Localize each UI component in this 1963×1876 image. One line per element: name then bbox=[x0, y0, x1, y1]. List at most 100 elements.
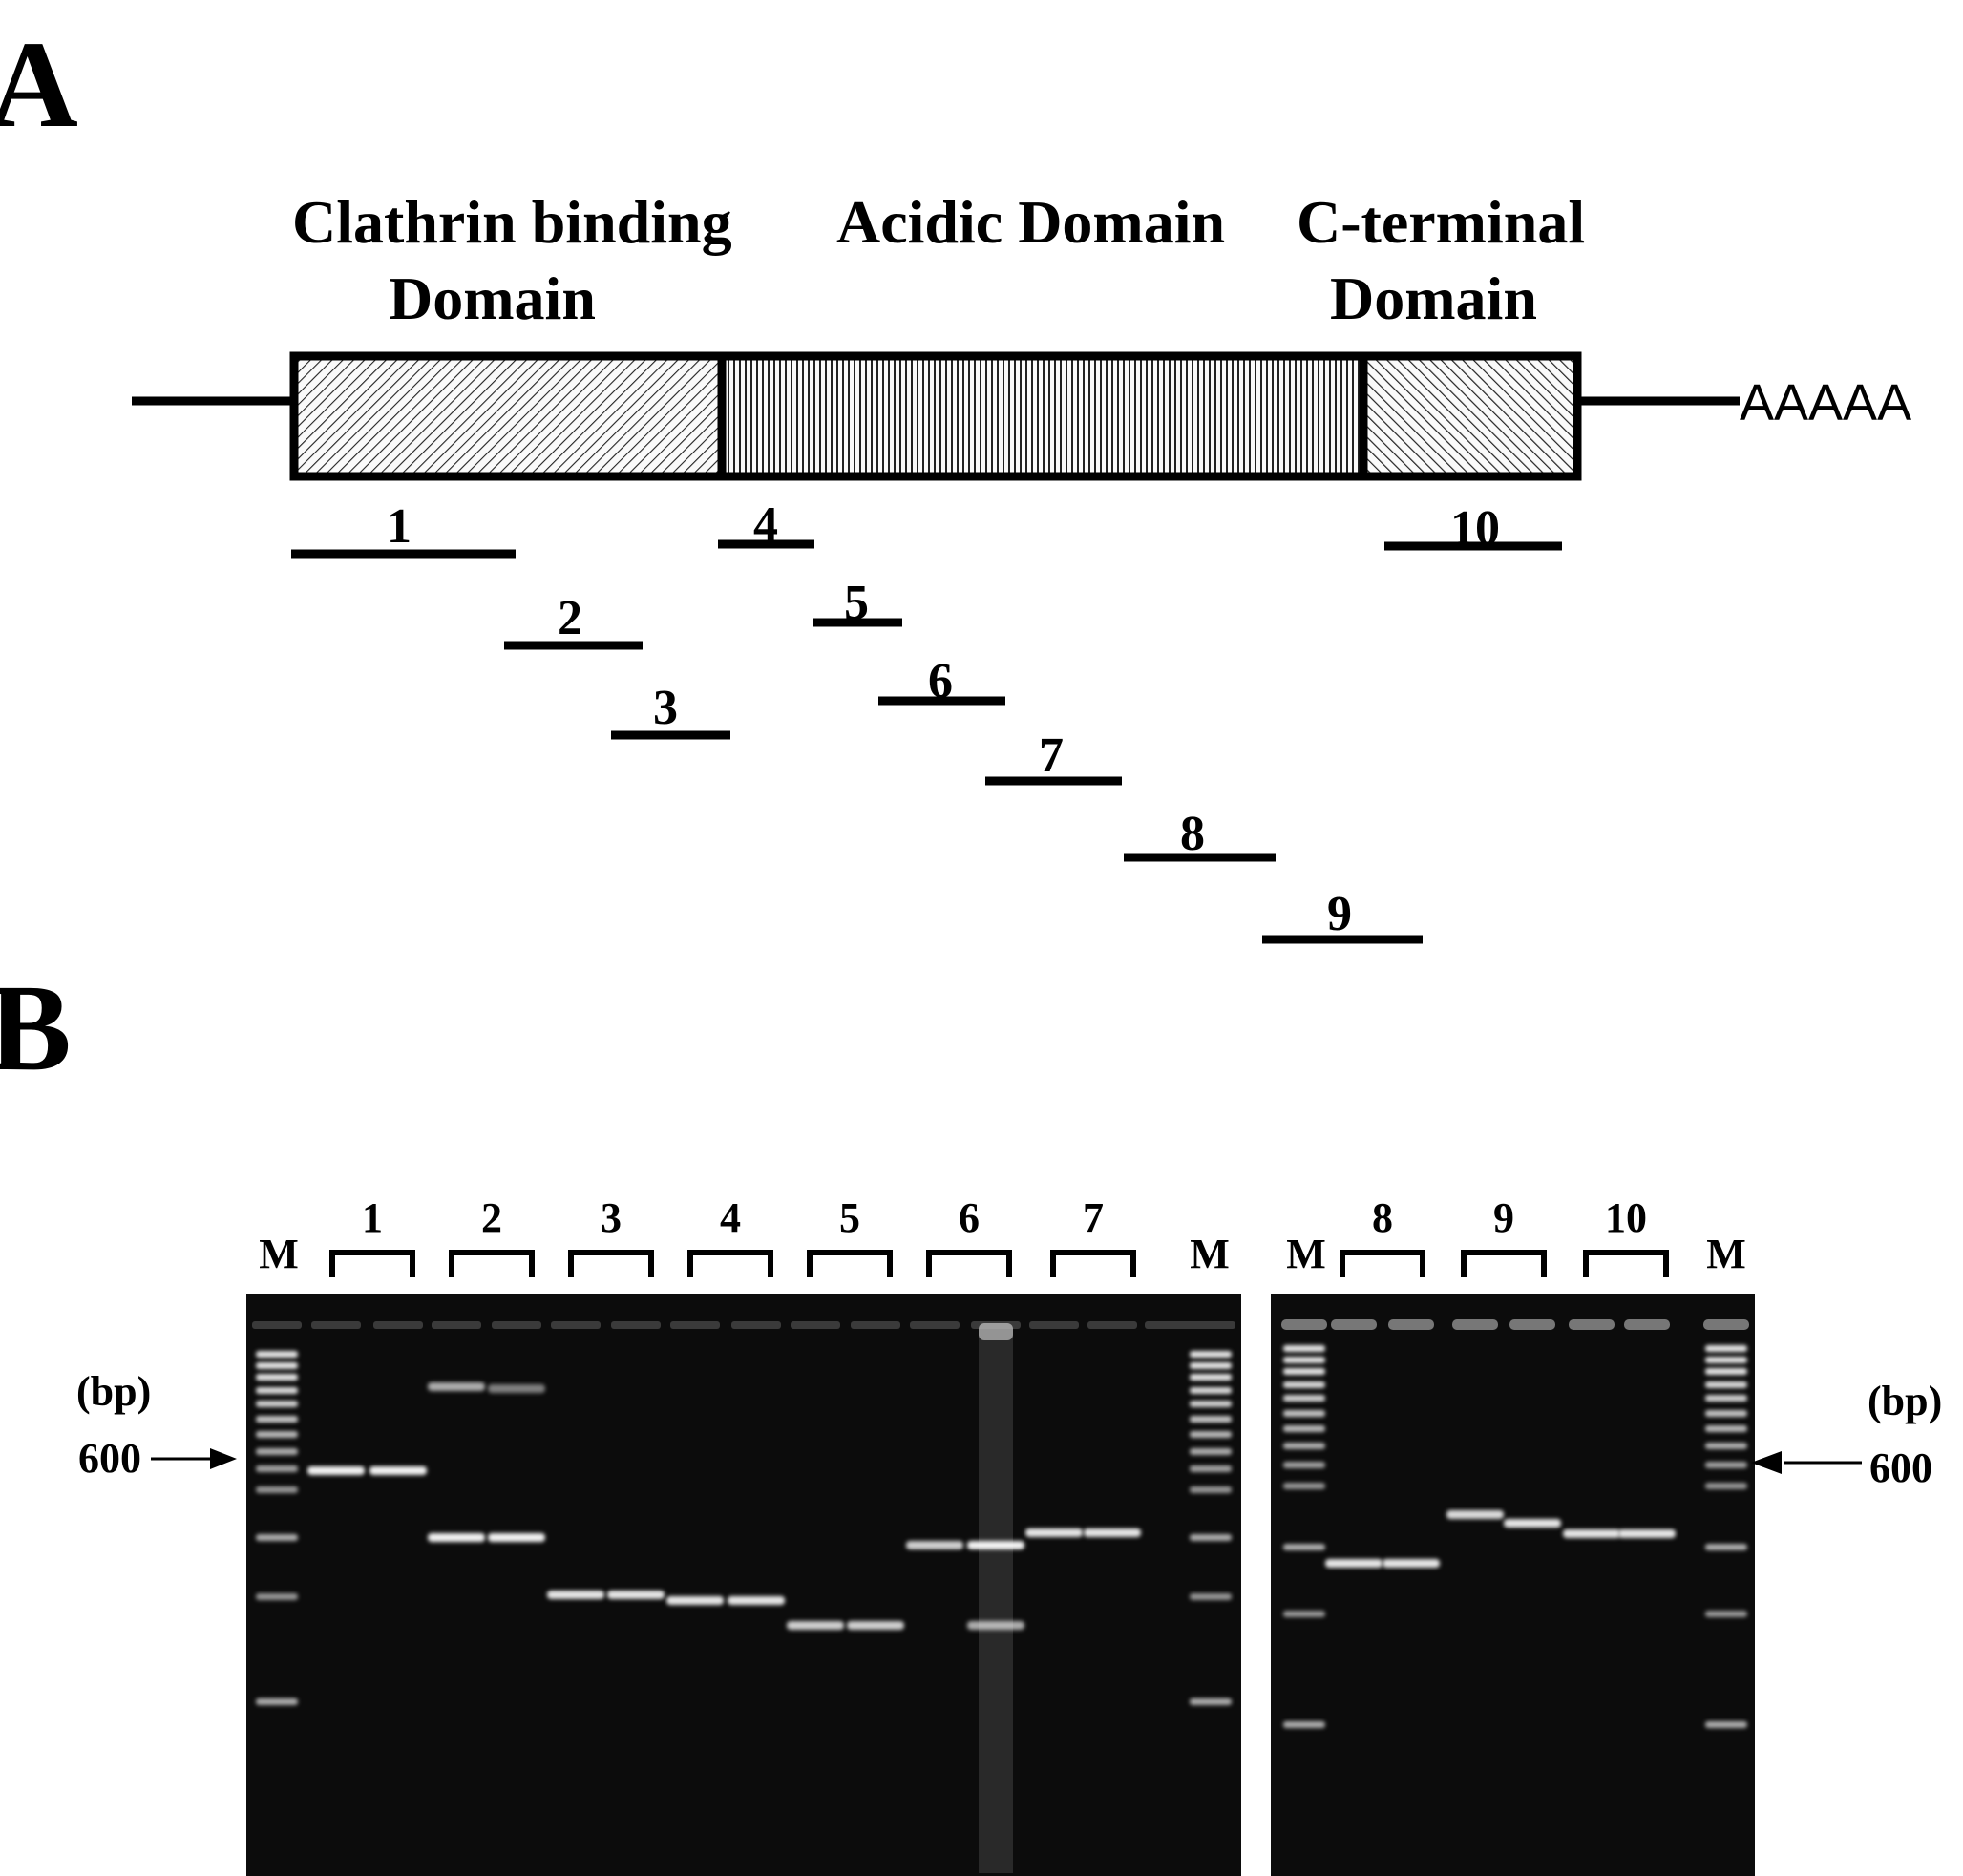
ladder-band bbox=[1190, 1593, 1232, 1600]
well bbox=[1029, 1321, 1079, 1329]
sample-band bbox=[488, 1533, 545, 1542]
ladder-band bbox=[1283, 1721, 1325, 1728]
ladder-band bbox=[1190, 1416, 1232, 1423]
ladder-band bbox=[1190, 1486, 1232, 1493]
well bbox=[1569, 1319, 1615, 1330]
domain-clathrin-line1: Clathrin binding bbox=[292, 188, 732, 256]
well bbox=[1186, 1321, 1235, 1329]
sample-band bbox=[1383, 1559, 1440, 1568]
ladder-band bbox=[1190, 1374, 1232, 1381]
fragment-3: 3 bbox=[611, 681, 730, 740]
ladder-band bbox=[1283, 1483, 1325, 1489]
ladder-band bbox=[1283, 1381, 1325, 1388]
svg-text:3: 3 bbox=[653, 681, 678, 735]
well bbox=[551, 1321, 601, 1329]
ladder-band bbox=[1283, 1410, 1325, 1417]
sample-band bbox=[1446, 1510, 1504, 1519]
well bbox=[1703, 1319, 1749, 1330]
lane-group-number: 6 bbox=[959, 1194, 980, 1241]
lane-group-6: 6 bbox=[926, 1194, 1012, 1277]
ladder-band bbox=[1190, 1534, 1232, 1541]
lane-group-number: 2 bbox=[481, 1194, 502, 1241]
svg-text:7: 7 bbox=[1039, 728, 1064, 783]
well bbox=[1509, 1319, 1555, 1330]
well bbox=[851, 1321, 900, 1329]
ladder-band bbox=[1705, 1381, 1747, 1388]
lane-group-1: 1 bbox=[329, 1194, 415, 1277]
domain-clathrin-line2: Domain bbox=[389, 264, 596, 332]
panel-a-label: A bbox=[0, 16, 78, 154]
ladder-band bbox=[1283, 1462, 1325, 1468]
sample-band bbox=[307, 1466, 365, 1475]
ladder-band bbox=[1705, 1368, 1747, 1375]
well bbox=[611, 1321, 661, 1329]
ladder-band bbox=[1190, 1465, 1232, 1472]
lane-group-number: 10 bbox=[1605, 1194, 1647, 1241]
gel-wells bbox=[252, 1319, 1749, 1330]
ladder-band bbox=[1283, 1611, 1325, 1617]
left-gel bbox=[246, 1294, 1241, 1876]
size-600-left: 600 bbox=[78, 1435, 141, 1482]
domain-cterminal-line2: Domain bbox=[1330, 264, 1537, 332]
fragment-2: 2 bbox=[504, 591, 643, 650]
ladder-band bbox=[1705, 1357, 1747, 1363]
bp-unit-right: (bp) bbox=[1868, 1378, 1942, 1424]
sample-band bbox=[369, 1466, 427, 1475]
ladder-band bbox=[1190, 1448, 1232, 1455]
poly-a-tail: AAAAA bbox=[1740, 374, 1911, 432]
well bbox=[373, 1321, 423, 1329]
ladder-band bbox=[1283, 1544, 1325, 1550]
svg-text:6: 6 bbox=[928, 654, 953, 708]
well bbox=[1452, 1319, 1498, 1330]
sample-band bbox=[1084, 1528, 1141, 1537]
lane-group-number: 5 bbox=[839, 1194, 860, 1241]
ladder-band bbox=[256, 1351, 298, 1358]
lane-group-3: 3 bbox=[568, 1194, 654, 1277]
sample-band bbox=[1504, 1519, 1561, 1528]
ladder-band bbox=[1705, 1443, 1747, 1449]
panel-b-label: B bbox=[0, 959, 72, 1097]
svg-text:1: 1 bbox=[387, 499, 412, 554]
svg-text:8: 8 bbox=[1180, 807, 1205, 861]
svg-text:4: 4 bbox=[753, 497, 778, 552]
svg-text:5: 5 bbox=[844, 576, 869, 630]
lane-group-10: 10 bbox=[1583, 1194, 1669, 1277]
gel-bands bbox=[256, 1323, 1747, 1873]
svg-text:10: 10 bbox=[1450, 501, 1500, 556]
acidic-domain-box bbox=[722, 356, 1363, 476]
well bbox=[731, 1321, 781, 1329]
sample-band bbox=[547, 1591, 604, 1599]
ladder-band bbox=[1283, 1357, 1325, 1363]
right-gel-marker-label-right: M bbox=[1706, 1231, 1746, 1277]
right-gel-marker-label-left: M bbox=[1286, 1231, 1326, 1277]
lane-smear bbox=[979, 1329, 1013, 1873]
ladder-band bbox=[1190, 1387, 1232, 1394]
fragment-7: 7 bbox=[985, 728, 1122, 786]
ladder-band bbox=[1705, 1395, 1747, 1402]
fragment-8: 8 bbox=[1124, 807, 1276, 862]
well bbox=[252, 1321, 302, 1329]
well bbox=[432, 1321, 481, 1329]
sample-band bbox=[488, 1384, 545, 1393]
lane-group-5: 5 bbox=[807, 1194, 893, 1277]
lane-group-9: 9 bbox=[1461, 1194, 1547, 1277]
well bbox=[1331, 1319, 1377, 1330]
ladder-band bbox=[1705, 1462, 1747, 1468]
sample-band bbox=[787, 1621, 844, 1630]
ladder-band bbox=[256, 1486, 298, 1493]
lane-group-2: 2 bbox=[449, 1194, 535, 1277]
fragment-10: 10 bbox=[1384, 501, 1562, 556]
lane-group-number: 9 bbox=[1493, 1194, 1514, 1241]
lane-group-4: 4 bbox=[687, 1194, 773, 1277]
lane-group-number: 3 bbox=[601, 1194, 622, 1241]
well bbox=[1624, 1319, 1670, 1330]
ladder-band bbox=[1705, 1410, 1747, 1417]
ladder-band bbox=[256, 1362, 298, 1369]
ladder-band bbox=[1190, 1362, 1232, 1369]
lane-group-8: 8 bbox=[1340, 1194, 1425, 1277]
sample-band bbox=[967, 1621, 1024, 1630]
clathrin-binding-domain-box bbox=[294, 356, 722, 476]
ladder-band bbox=[256, 1374, 298, 1381]
